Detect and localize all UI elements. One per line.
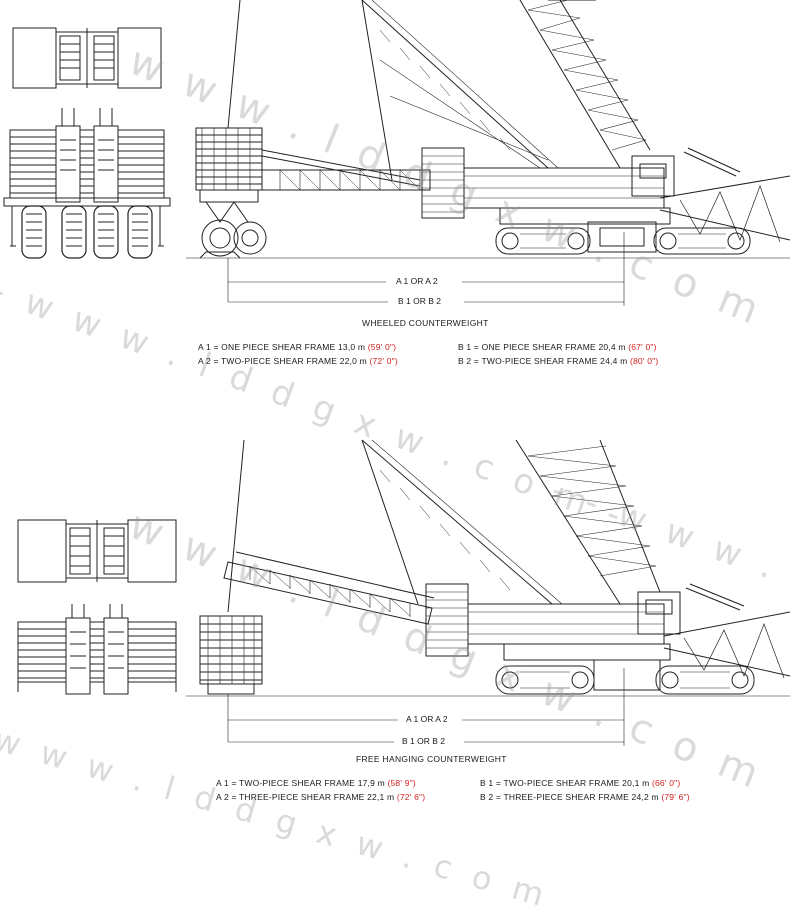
bottom-a2-value: (72' 6"): [396, 792, 426, 802]
bottom-b2-value: (79' 6"): [661, 792, 690, 802]
bottom-dim-a-label: A 1 OR A 2: [406, 714, 448, 724]
bottom-dim-b-label: B 1 OR B 2: [402, 736, 445, 746]
top-a1-value: (59' 0"): [367, 342, 397, 352]
bottom-a1-value: (58' 9"): [387, 778, 416, 788]
top-shear-frame: [261, 149, 431, 191]
bottom-b2-text: B 2 = THREE-PIECE SHEAR FRAME 24,2 m: [480, 792, 659, 802]
top-dimensions: [227, 232, 625, 306]
top-b2-text: B 2 = TWO-PIECE SHEAR FRAME 24,4 m: [458, 356, 628, 366]
bottom-counterweight-hanging: [199, 615, 263, 695]
bottom-b1-line: B 1 = TWO-PIECE SHEAR FRAME 20,1 m (66' …: [480, 778, 680, 788]
top-title: WHEELED COUNTERWEIGHT: [362, 318, 489, 328]
top-jib: [659, 147, 790, 243]
bottom-dimensions: [227, 668, 625, 746]
bottom-a2-text: A 2 = THREE-PIECE SHEAR FRAME 22,1 m: [216, 792, 395, 802]
top-b1-text: B 1 = ONE PIECE SHEAR FRAME 20,4 m: [458, 342, 626, 352]
bottom-b2-line: B 2 = THREE-PIECE SHEAR FRAME 24,2 m (79…: [480, 792, 690, 802]
top-plan-view: [12, 27, 162, 89]
top-b1-value: (67' 0"): [628, 342, 657, 352]
bottom-b1-text: B 1 = TWO-PIECE SHEAR FRAME 20,1 m: [480, 778, 650, 788]
bottom-end-elevation: [17, 604, 177, 695]
top-b2-value: (80' 0"): [629, 356, 659, 366]
bottom-plan-view: [17, 519, 177, 583]
bottom-crane-body: [467, 591, 755, 695]
bottom-title: FREE HANGING COUNTERWEIGHT: [356, 754, 507, 764]
top-b2-line: B 2 = TWO-PIECE SHEAR FRAME 24,4 m (80' …: [458, 356, 658, 366]
top-b1-line: B 1 = ONE PIECE SHEAR FRAME 20,4 m (67' …: [458, 342, 657, 352]
bottom-a1-line: A 1 = TWO-PIECE SHEAR FRAME 17,9 m (58' …: [216, 778, 416, 788]
top-a2-line: A 2 = TWO-PIECE SHEAR FRAME 22,0 m (72' …: [198, 356, 398, 366]
bottom-boom: [515, 439, 661, 605]
top-mast: [361, 0, 559, 169]
top-dim-b-label: B 1 OR B 2: [398, 296, 441, 306]
top-a2-text: A 2 = TWO-PIECE SHEAR FRAME 22,0 m: [198, 356, 367, 366]
bottom-jib: [663, 583, 790, 679]
top-crane-body: [463, 155, 751, 255]
top-a2-value: (72' 0"): [369, 356, 398, 366]
top-boom: [519, 0, 651, 169]
bottom-a2-line: A 2 = THREE-PIECE SHEAR FRAME 22,1 m (72…: [216, 792, 425, 802]
top-counterweight-wagon: [195, 127, 267, 259]
bottom-mast: [361, 439, 563, 605]
top-end-elevation: [3, 108, 171, 259]
top-dim-a-label: A 1 OR A 2: [396, 276, 438, 286]
top-a1-line: A 1 = ONE PIECE SHEAR FRAME 13,0 m (59' …: [198, 342, 396, 352]
crane-drawing: [3, 0, 790, 746]
bottom-a1-text: A 1 = TWO-PIECE SHEAR FRAME 17,9 m: [216, 778, 385, 788]
top-a1-text: A 1 = ONE PIECE SHEAR FRAME 13,0 m: [198, 342, 366, 352]
bottom-b1-value: (66' 0"): [651, 778, 681, 788]
